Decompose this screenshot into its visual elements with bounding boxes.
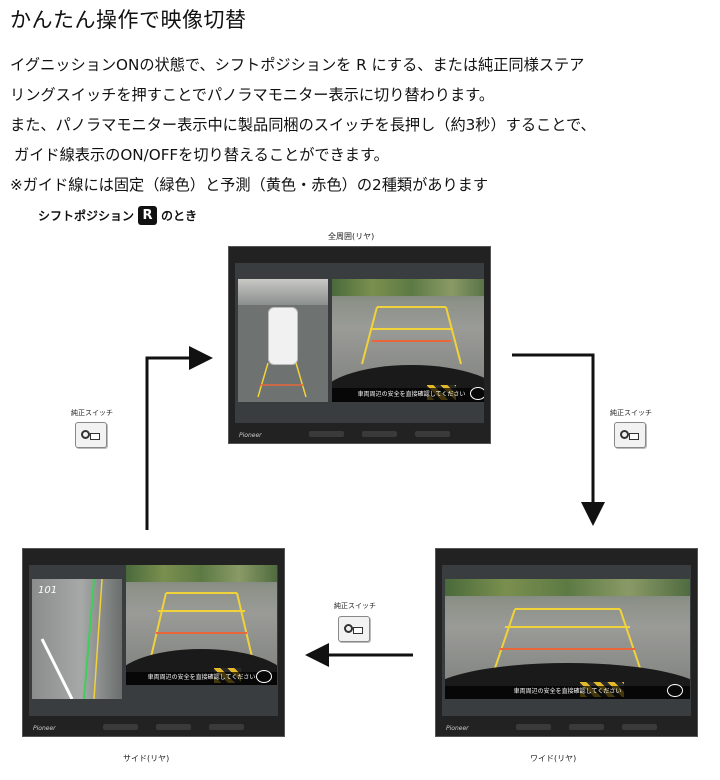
bezel-buttons: [516, 724, 657, 730]
wide-rear-view: 車両周辺の安全を直接確認してください: [445, 579, 690, 699]
brand-logo: Pioneer: [239, 432, 262, 439]
switch-label-left: 純正スイッチ: [71, 409, 113, 417]
switch-label-bottom: 純正スイッチ: [334, 602, 376, 610]
monitor-screen: 車両周辺の安全を直接確認してください: [442, 565, 691, 716]
camera-switch-icon: [338, 616, 370, 642]
camera-switch-icon: [614, 422, 646, 448]
surround-rear-view: 車両周辺の安全を直接確認してください: [332, 279, 484, 402]
camera-status-icon: [666, 683, 683, 697]
warning-message: 車両周辺の安全を直接確認してください: [126, 671, 277, 685]
shift-position-label: シフトポジション R のとき: [38, 206, 197, 225]
description-line: リングスイッチを押すことでパノラマモニター表示に切り替わります。: [10, 86, 495, 104]
warning-message: 車両周辺の安全を直接確認してください: [332, 388, 484, 402]
arrow-side-to-top: [145, 346, 213, 530]
monitor-screen: 101 車両周辺の安全を直接確認してください: [29, 565, 278, 716]
monitor-wide: 車両周辺の安全を直接確認してください Pioneer: [435, 548, 698, 737]
caption-surround: 全周囲(リヤ): [328, 232, 375, 241]
camera-switch-icon: [75, 422, 107, 448]
shift-label-prefix: シフトポジション: [38, 209, 135, 223]
vehicle-icon: [268, 307, 298, 365]
side-readout: 101: [38, 585, 58, 596]
caption-side: サイド(リヤ): [123, 754, 170, 763]
surround-top-view: [238, 279, 328, 402]
warning-message: 車両周辺の安全を直接確認してください: [445, 685, 690, 699]
description-line: ※ガイド線には固定（緑色）と予測（黄色・赤色）の2種類があります: [10, 176, 489, 194]
brand-logo: Pioneer: [446, 725, 469, 732]
monitor-side: 101 車両周辺の安全を直接確認してください Pioneer: [22, 548, 285, 737]
switch-label-right: 純正スイッチ: [610, 409, 652, 417]
camera-status-icon: [256, 669, 273, 683]
side-view: 101: [32, 579, 122, 699]
bezel-buttons: [309, 431, 450, 437]
monitor-surround: 車両周辺の安全を直接確認してください Pioneer: [228, 246, 491, 444]
side-rear-view: 車両周辺の安全を直接確認してください: [126, 565, 277, 685]
shift-label-suffix: のとき: [161, 209, 198, 223]
camera-status-icon: [470, 386, 484, 400]
description: イグニッションONの状態で、シフトポジションを R にする、または純正同様ステア…: [10, 50, 715, 200]
description-line: ガイド線表示のON/OFFを切り替えることができます。: [14, 146, 389, 164]
description-line: イグニッションONの状態で、シフトポジションを R にする、または純正同様ステア: [10, 56, 585, 74]
brand-logo: Pioneer: [33, 725, 56, 732]
page-title: かんたん操作で映像切替: [10, 8, 247, 32]
description-line: また、パノラマモニター表示中に製品同梱のスイッチを長押し（約3秒）することで、: [10, 116, 596, 134]
bezel-buttons: [103, 724, 244, 730]
arrow-top-to-wide: [512, 353, 605, 526]
shift-r-badge: R: [138, 206, 158, 225]
monitor-screen: 車両周辺の安全を直接確認してください: [235, 263, 484, 423]
caption-wide: ワイド(リヤ): [530, 754, 577, 763]
